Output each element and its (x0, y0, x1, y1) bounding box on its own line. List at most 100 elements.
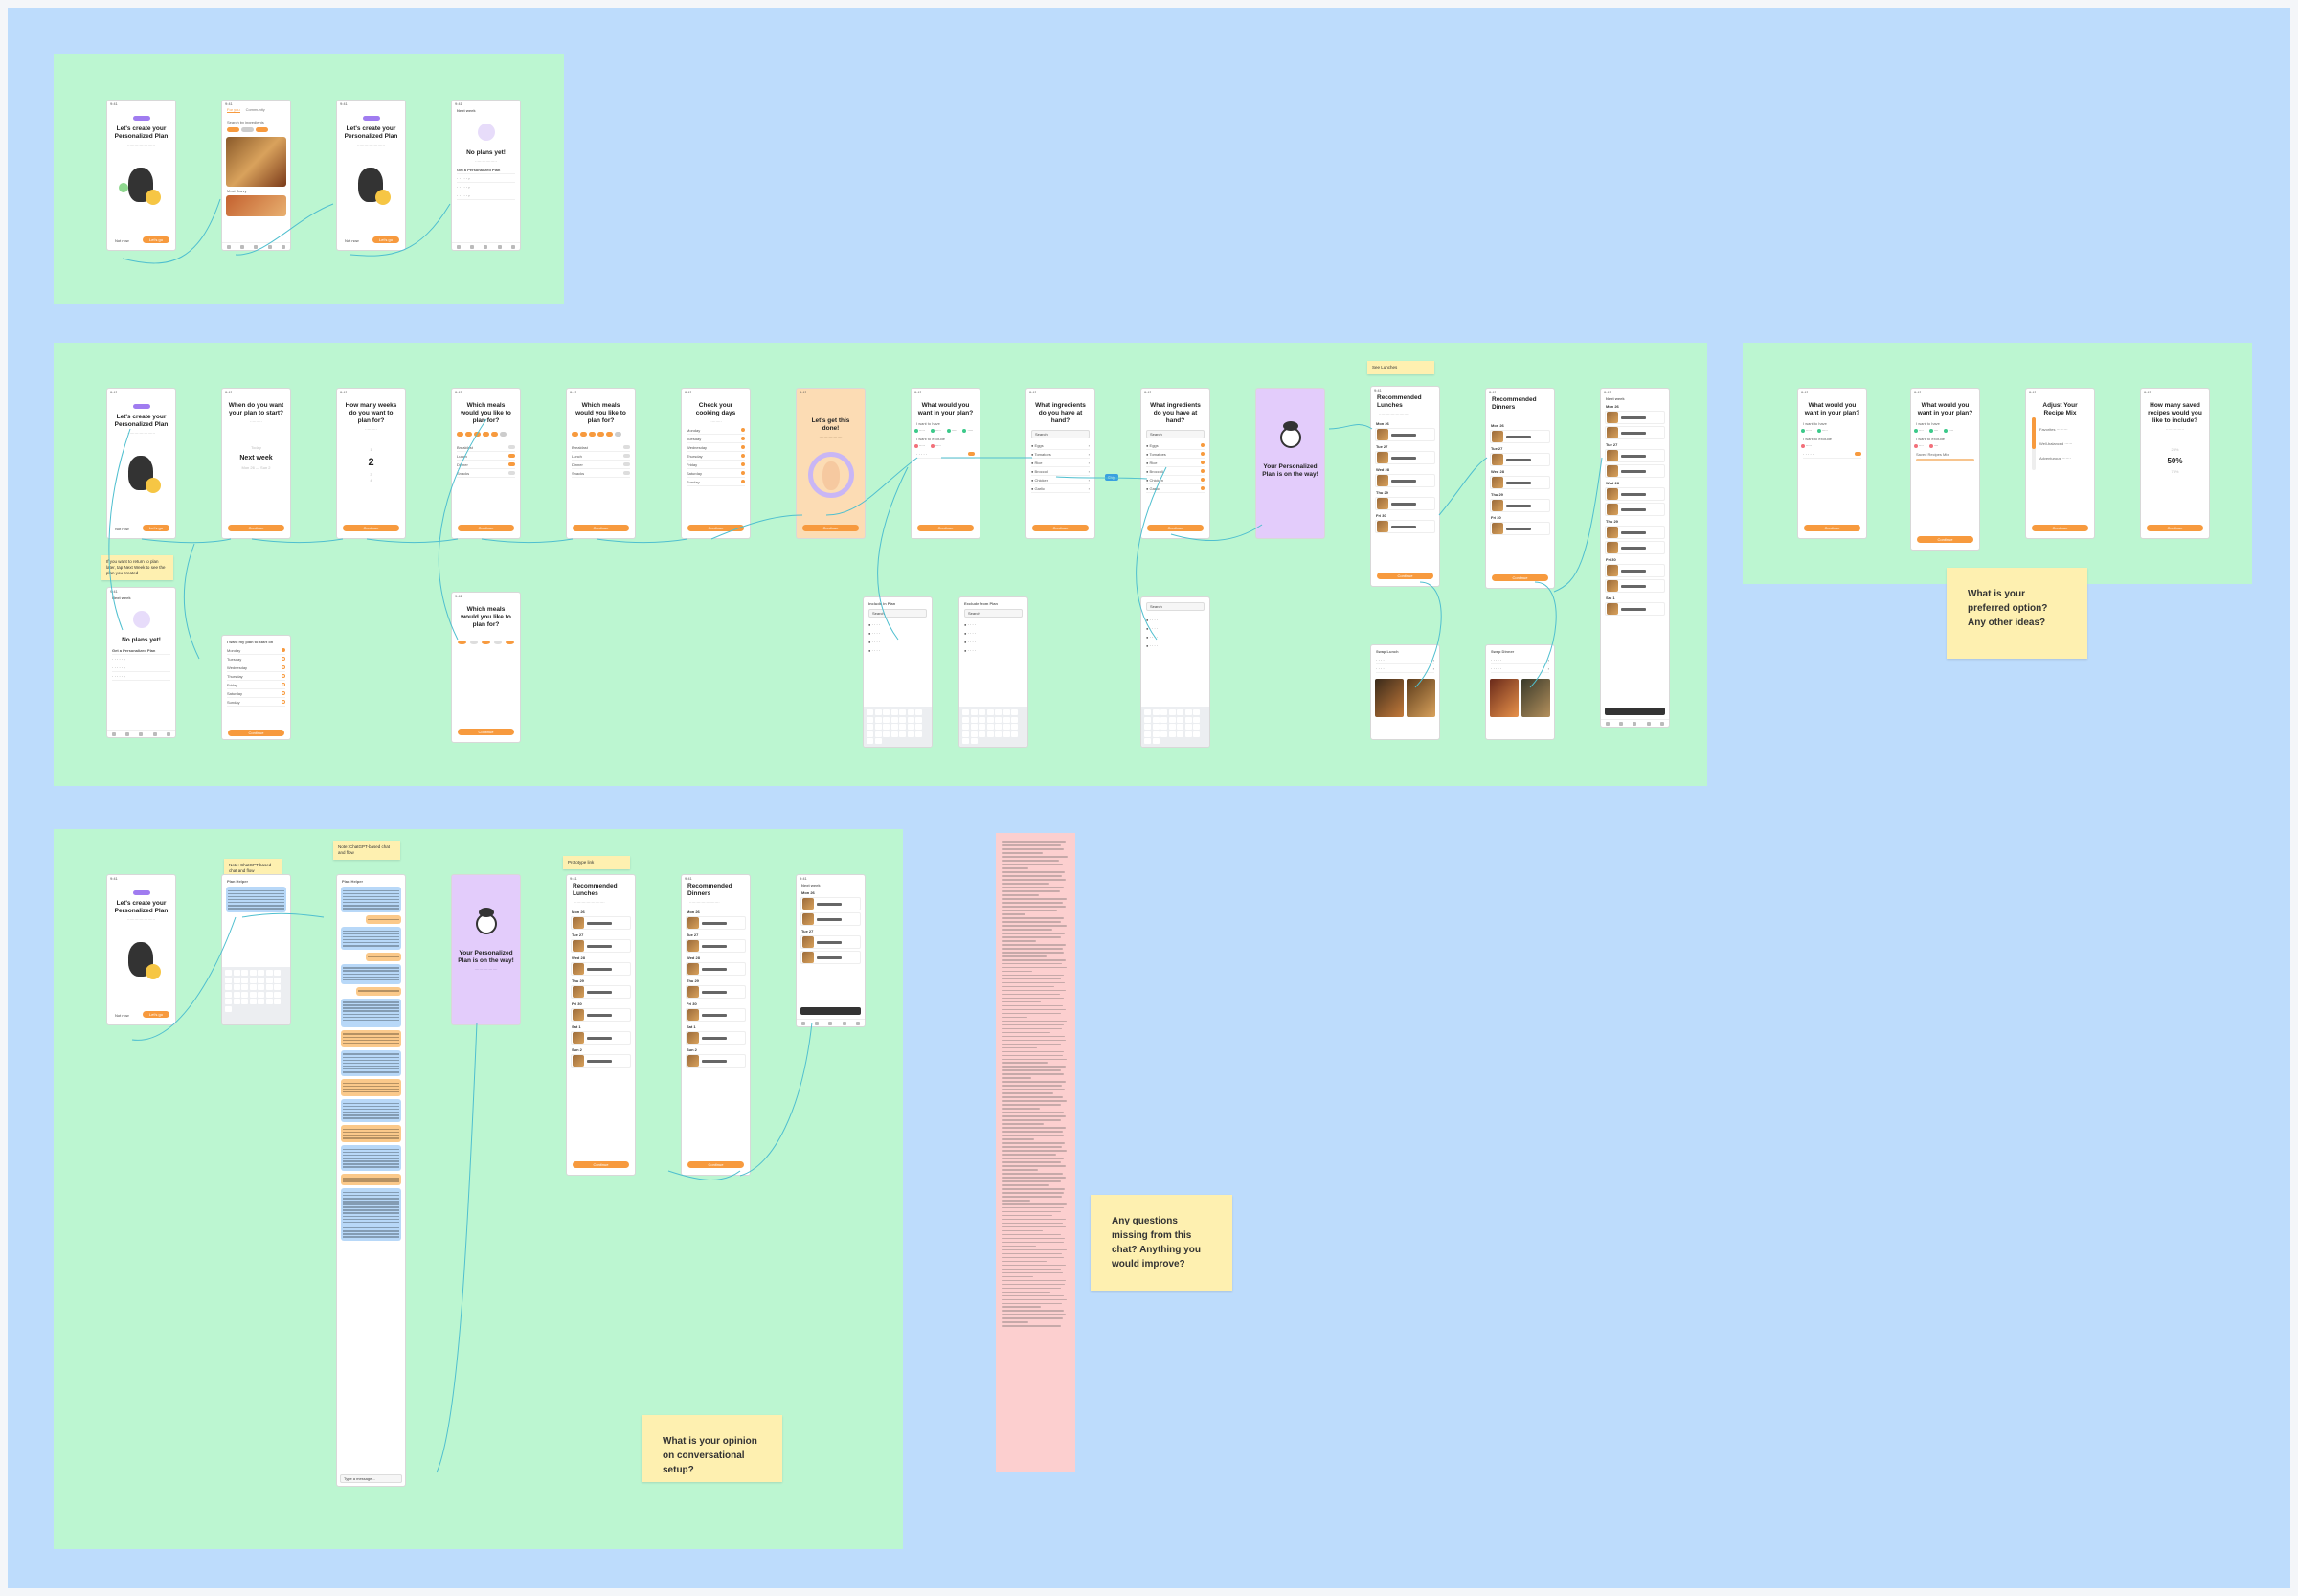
keyboard-key[interactable] (274, 970, 281, 976)
keyboard-key[interactable] (915, 724, 922, 730)
day-chip[interactable] (572, 432, 578, 437)
meal-row[interactable]: Snacks (457, 469, 515, 478)
day-row[interactable]: Monday (227, 646, 285, 655)
option-chip[interactable]: ····· (914, 444, 925, 448)
keyboard-key[interactable] (1168, 731, 1176, 737)
keyboard-key[interactable] (874, 738, 882, 744)
plus-icon[interactable] (139, 731, 144, 736)
continue-button[interactable]: Continue (228, 730, 284, 736)
profile-icon[interactable] (281, 244, 285, 249)
keyboard-key[interactable] (258, 991, 264, 998)
keyboard-key[interactable] (225, 991, 232, 998)
swap-option[interactable]: · · · · ·› (1376, 664, 1434, 673)
week-count[interactable]: 2 (368, 457, 374, 468)
day-row[interactable]: Tuesday (227, 655, 285, 663)
screen-intro-2[interactable]: 9:41 Let's create your Personalized Plan… (336, 100, 406, 251)
meal-toggle[interactable] (508, 454, 515, 458)
meal-card[interactable] (571, 1054, 631, 1068)
meal-card[interactable] (1490, 430, 1550, 443)
keyboard-key[interactable] (962, 709, 969, 715)
profile-icon[interactable] (1659, 721, 1664, 726)
day-chips[interactable] (571, 431, 631, 439)
continue-button[interactable]: Continue (1492, 574, 1548, 581)
screen-plan-helper-chat[interactable]: Plan Helper Type a message… (336, 874, 406, 1487)
percent-option[interactable]: 75% (2171, 469, 2179, 474)
day-chip[interactable] (500, 432, 507, 437)
option-chip[interactable]: ····· (962, 429, 973, 433)
picker-option[interactable]: 1 (370, 447, 372, 452)
include-search[interactable]: Search (868, 609, 927, 618)
screen-what-want[interactable]: 9:41 What would you want in your plan? I… (911, 388, 980, 539)
keyboard-key[interactable] (274, 999, 281, 1004)
keyboard-key[interactable] (233, 970, 240, 976)
keyboard-key[interactable] (274, 991, 281, 998)
continue-button[interactable]: Continue (687, 525, 744, 531)
keyboard-key[interactable] (986, 716, 994, 723)
screen-what-want-alt-2[interactable]: 9:41 What would you want in your plan? I… (1910, 388, 1980, 551)
keyboard-key[interactable] (1152, 731, 1160, 737)
keyboard-key[interactable] (1184, 724, 1192, 730)
keyboard-key[interactable] (249, 970, 257, 976)
day-row[interactable]: Friday (227, 681, 285, 689)
meal-card[interactable] (686, 916, 746, 930)
swap-photos[interactable] (1375, 679, 1435, 717)
mix-slider[interactable] (1916, 459, 1974, 461)
keyboard-key[interactable] (986, 731, 994, 737)
screen-which-meals-2[interactable]: 9:41 Which meals would you like to plan … (566, 388, 636, 539)
day-check[interactable] (741, 462, 745, 466)
meal-toggle[interactable] (623, 462, 630, 466)
screen-start-day[interactable]: I want my plan to start on Monday Tuesda… (221, 635, 291, 740)
keyboard-key[interactable] (225, 977, 232, 983)
profile-icon[interactable] (510, 244, 515, 249)
swap-photo[interactable] (1490, 679, 1519, 717)
meal-grid[interactable] (458, 641, 514, 644)
day-row[interactable]: Thursday (687, 452, 745, 461)
keyboard[interactable] (959, 707, 1027, 747)
meal-row[interactable]: Dinner (457, 461, 515, 469)
chip-group[interactable]: ·········· (912, 443, 980, 450)
meal-card[interactable] (1490, 499, 1550, 512)
screen-plan-on-way[interactable]: Your Personalized Plan is on the way! ··… (451, 874, 521, 1025)
flexible-toggle[interactable] (1855, 452, 1861, 456)
keyboard-key[interactable] (899, 731, 906, 737)
option-chip[interactable]: ····· (946, 429, 957, 433)
continue-button[interactable]: Continue (1917, 536, 1973, 543)
day-row[interactable]: Saturday (687, 469, 745, 478)
swap-option[interactable]: · · · · ·› (1376, 656, 1434, 664)
home-icon[interactable] (801, 1021, 806, 1025)
meal-row[interactable]: Breakfast (572, 443, 630, 452)
day-row[interactable]: Wednesday (227, 663, 285, 672)
keyboard-key[interactable] (962, 731, 969, 737)
keyboard-key[interactable] (1144, 709, 1151, 715)
meal-toggle[interactable] (623, 445, 630, 449)
meal-card[interactable] (686, 1054, 746, 1068)
continue-button[interactable]: Continue (1377, 573, 1433, 579)
meal-card[interactable] (571, 916, 631, 930)
continue-button[interactable]: Continue (573, 1161, 629, 1168)
bottom-nav[interactable] (1601, 719, 1669, 727)
day-chip[interactable] (491, 432, 498, 437)
exclude-row[interactable]: ● · · · · (964, 648, 977, 653)
bottom-nav[interactable] (452, 242, 520, 250)
radio[interactable] (282, 674, 285, 678)
meal-card[interactable] (1605, 602, 1665, 616)
keyboard-key[interactable] (265, 991, 273, 998)
keyboard-key[interactable] (890, 724, 898, 730)
keyboard-key[interactable] (258, 984, 264, 990)
create-plan-row[interactable]: Get a Personalized Plan (457, 166, 515, 174)
option-row[interactable]: · · · · · › (112, 672, 170, 681)
screen-which-meals[interactable]: 9:41 Which meals would you like to plan … (451, 388, 521, 539)
keyboard-key[interactable] (1177, 716, 1183, 723)
screen-plan-helper-keyboard[interactable]: Plan Helper (221, 874, 291, 1025)
bottom-nav[interactable] (797, 1019, 865, 1026)
keyboard-key[interactable] (249, 984, 257, 990)
picker-option[interactable]: 4 (370, 478, 372, 483)
ingredient-chips[interactable] (226, 126, 286, 135)
result-row[interactable]: ● · · · · (1146, 635, 1159, 640)
day-row[interactable]: Sunday (227, 698, 285, 707)
continue-button[interactable]: Continue (1804, 525, 1860, 531)
swap-photo[interactable] (1521, 679, 1550, 717)
day-row[interactable]: Saturday (227, 689, 285, 698)
ingredient-search-input[interactable]: Search (1146, 430, 1205, 438)
lets-go-button[interactable]: Let's go (372, 236, 399, 243)
